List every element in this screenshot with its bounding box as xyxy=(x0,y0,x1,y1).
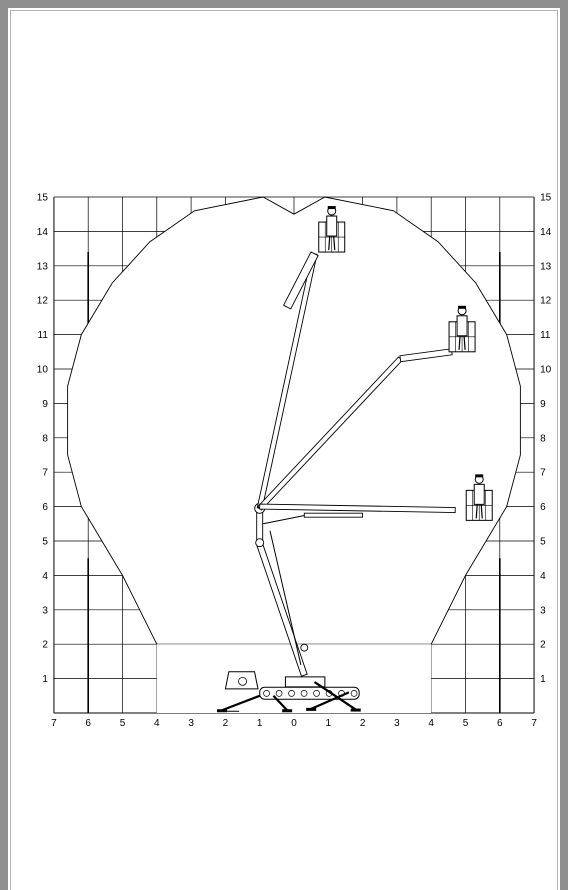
x-tick-label: 6 xyxy=(497,718,503,729)
outrigger-pad xyxy=(350,708,361,712)
operator-body xyxy=(456,315,468,337)
jib-cylinder xyxy=(303,512,364,518)
y-tick-label-left: 6 xyxy=(42,502,48,513)
operator-leg xyxy=(475,504,478,519)
x-tick-label: 3 xyxy=(188,718,194,729)
turret xyxy=(284,676,326,688)
y-tick-label-left: 9 xyxy=(42,399,48,410)
x-tick-label: 4 xyxy=(154,718,160,729)
envelope-outline xyxy=(67,196,521,645)
y-tick-label-left: 10 xyxy=(37,365,49,376)
outrigger-pad xyxy=(306,707,317,711)
machine-drawing xyxy=(216,206,493,713)
x-tick-label: 7 xyxy=(51,718,57,729)
y-tick-label-right: 3 xyxy=(540,605,546,616)
track-roller xyxy=(300,690,308,697)
x-tick-label: 2 xyxy=(223,718,229,729)
operator-leg xyxy=(333,235,336,251)
x-tick-label: 6 xyxy=(85,718,91,729)
upper-boom-horizontal xyxy=(259,503,456,513)
y-tick-label-right: 6 xyxy=(540,502,546,513)
y-tick-label-left: 8 xyxy=(42,433,48,444)
operator-helmet xyxy=(458,305,467,309)
knuckle-joint xyxy=(255,538,265,548)
engine-cap xyxy=(238,676,247,686)
operator-leg xyxy=(328,235,331,251)
operator-leg xyxy=(480,504,483,519)
y-tick-label-right: 1 xyxy=(540,674,546,685)
x-tick-label: 2 xyxy=(360,718,366,729)
y-tick-label-right: 15 xyxy=(540,193,552,204)
x-tick-label: 4 xyxy=(428,718,434,729)
y-tick-label-right: 9 xyxy=(540,399,546,410)
outrigger-leg xyxy=(310,691,350,710)
track-roller xyxy=(275,690,283,697)
y-tick-label-right: 10 xyxy=(540,365,552,376)
platform-high xyxy=(318,206,346,253)
lower-cylinder-joint xyxy=(300,643,309,652)
outrigger-leg xyxy=(272,695,288,712)
x-tick-label: 1 xyxy=(257,718,263,729)
y-tick-label-right: 7 xyxy=(540,468,546,479)
y-tick-label-left: 2 xyxy=(42,640,48,651)
upper-boom-high-head xyxy=(282,251,319,310)
y-tick-label-left: 3 xyxy=(42,605,48,616)
x-tick-label: 0 xyxy=(291,718,297,729)
y-tick-label-left: 1 xyxy=(42,674,48,685)
y-tick-label-left: 13 xyxy=(37,261,49,272)
y-tick-label-right: 13 xyxy=(540,261,552,272)
y-tick-label-left: 15 xyxy=(37,193,49,204)
outrigger-pad xyxy=(216,709,227,713)
outrigger-pad xyxy=(282,709,293,713)
envelope-fill xyxy=(67,197,521,645)
y-tick-label-right: 5 xyxy=(540,537,546,548)
operator-helmet xyxy=(327,206,336,210)
y-tick-label-left: 5 xyxy=(42,537,48,548)
x-tick-label: 5 xyxy=(120,718,126,729)
inner-border xyxy=(10,10,558,890)
platform-horizontal xyxy=(465,474,493,521)
y-tick-label-left: 12 xyxy=(37,296,49,307)
x-tick-label: 1 xyxy=(326,718,332,729)
x-tick-label: 5 xyxy=(463,718,469,729)
y-tick-label-right: 14 xyxy=(540,227,552,238)
y-tick-label-left: 14 xyxy=(37,227,49,238)
outrigger-leg xyxy=(313,681,357,711)
lower-cylinder xyxy=(269,530,302,665)
upper-boom-mid xyxy=(257,356,403,511)
platform-mid xyxy=(448,305,476,353)
x-tick-label: 7 xyxy=(531,718,537,729)
y-tick-label-right: 8 xyxy=(540,433,546,444)
track-roller xyxy=(313,690,320,697)
x-tick-label: 3 xyxy=(394,718,400,729)
track-roller xyxy=(350,690,358,697)
operator-body xyxy=(473,483,485,505)
outrigger-leg xyxy=(221,694,261,712)
y-tick-label-left: 7 xyxy=(42,468,48,479)
track-roller xyxy=(288,690,295,697)
operator-leg xyxy=(463,335,466,350)
y-tick-label-right: 2 xyxy=(540,640,546,651)
track-roller xyxy=(263,690,270,697)
y-tick-label-left: 11 xyxy=(38,330,49,341)
y-tick-label-left: 4 xyxy=(42,571,48,582)
operator-body xyxy=(326,215,338,237)
operator-helmet xyxy=(475,474,484,478)
y-tick-label-right: 11 xyxy=(540,330,551,341)
operator-leg xyxy=(458,335,461,350)
y-tick-label-right: 4 xyxy=(540,571,546,582)
y-tick-label-right: 12 xyxy=(540,296,552,307)
